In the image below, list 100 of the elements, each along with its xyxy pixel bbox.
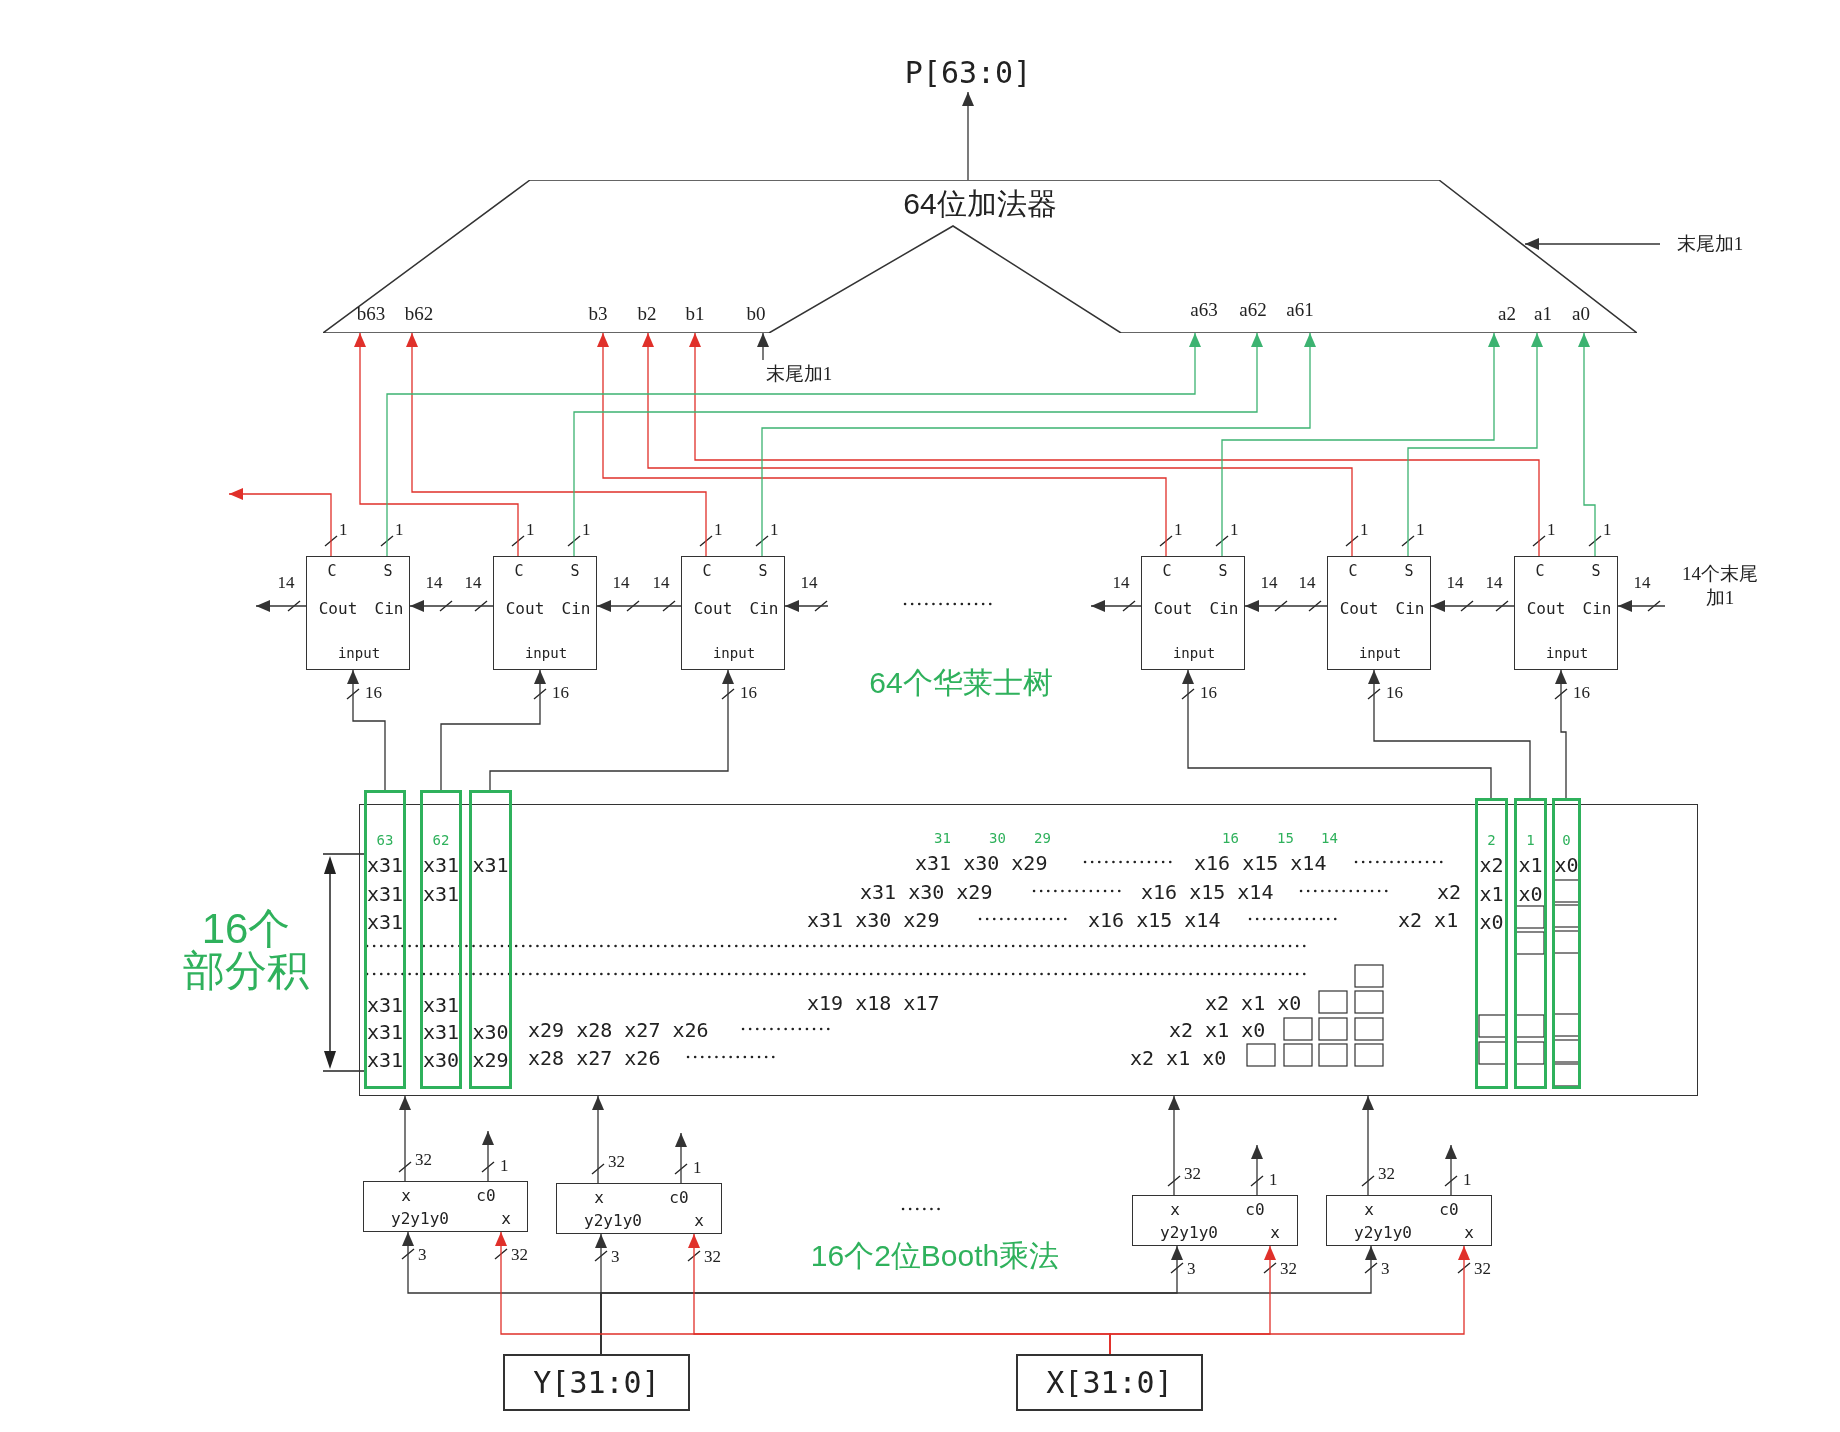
connector-arrow [440, 669, 546, 791]
port-label: C [327, 563, 337, 579]
connector-arrow [482, 1130, 494, 1182]
bit-term: x30 [472, 1022, 509, 1042]
port-label: input [712, 646, 756, 660]
connector-arrow [1090, 600, 1142, 612]
connector-arrow [489, 669, 734, 791]
connector-arrow [573, 332, 1263, 557]
bus-width-label: 14 [1446, 573, 1464, 591]
port-label: Cout [1339, 601, 1379, 617]
port-label: input [1545, 646, 1589, 660]
connector-arrow [784, 600, 829, 612]
port-label: x [401, 1188, 411, 1204]
bit-term: x2 [1479, 855, 1504, 875]
port-label: x [1464, 1225, 1474, 1241]
bit-term: x31 [422, 1022, 460, 1042]
connector-arrow [675, 1132, 687, 1184]
port-label: a0 [1572, 303, 1590, 323]
port-label: a61 [1286, 299, 1314, 319]
bit-term: x31 [366, 1050, 404, 1070]
bus-width-label: 14 [1485, 573, 1503, 591]
connector-arrow [689, 332, 1540, 557]
bit-terms: x2 [1437, 882, 1462, 902]
port-label: y2y1y0 [391, 1211, 449, 1227]
bit-terms: x2 x1 [1398, 910, 1459, 930]
bus-width-label: 1 [582, 520, 591, 538]
bus-width-label: 14 [1633, 573, 1651, 591]
port-label: input [524, 646, 568, 660]
bus-width-label: 1 [770, 520, 779, 538]
bus-width-label: 1 [526, 520, 535, 538]
connector-arrow [1109, 1245, 1470, 1355]
port-label: S [1218, 563, 1228, 579]
output-bus-label: P[63:0] [900, 52, 1036, 92]
connector-arrow [1524, 238, 1661, 250]
port-label: c0 [476, 1188, 496, 1204]
connector-arrow [1430, 600, 1515, 612]
bus-width-label: 3 [418, 1245, 427, 1263]
connector-arrow [406, 332, 707, 557]
bit-index: 15 [1277, 831, 1294, 845]
connector-arrow [600, 1245, 1377, 1355]
connector-arrow [757, 332, 769, 361]
port-label: y2y1y0 [1354, 1225, 1412, 1241]
port-label: C [1535, 563, 1545, 579]
connector-arrow [1578, 332, 1596, 557]
bit-index: 16 [1222, 831, 1239, 845]
port-label: b63 [356, 303, 386, 323]
bit-term: x31 [366, 884, 404, 904]
port-label: Cout [1153, 601, 1193, 617]
bus-width-label: 14 [800, 573, 818, 591]
port-label: input [1172, 646, 1216, 660]
connector-arrow [354, 332, 519, 557]
bit-terms: x16 x15 x14 [1141, 882, 1274, 902]
bit-index: 14 [1321, 831, 1338, 845]
bus-width-label: 1 [1463, 1170, 1472, 1188]
bit-terms: x16 x15 x14 [1088, 910, 1221, 930]
wallace-tree-block [1327, 556, 1431, 670]
bus-width-label: 14 [652, 573, 670, 591]
bit-term: x0 [1554, 855, 1579, 875]
connector-arrow [642, 332, 1353, 557]
port-label: b1 [685, 303, 705, 323]
connector-arrow [962, 91, 974, 181]
bus-width-label: 14 [425, 573, 443, 591]
bit-term: x31 [366, 995, 404, 1015]
bit-index: 2 [1487, 833, 1496, 847]
note-text: 末尾加1 [757, 360, 841, 388]
port-label: Cin [374, 601, 404, 617]
wallace-tree-block [493, 556, 597, 670]
bit-term: x1 [1479, 884, 1504, 904]
bit-index: 29 [1034, 831, 1051, 845]
port-label: S [1591, 563, 1601, 579]
bus-width-label: 1 [339, 520, 348, 538]
bus-width-label: 16 [365, 683, 382, 701]
wallace-tree-block [1141, 556, 1245, 670]
bit-index: 1 [1526, 833, 1535, 847]
port-label: x [1270, 1225, 1280, 1241]
bus-width-label: 14 [612, 573, 630, 591]
bit-term: x0 [1518, 884, 1543, 904]
bit-index: 63 [376, 833, 394, 847]
bus-width-label: 16 [1200, 683, 1217, 701]
bus-width-label: 32 [415, 1150, 432, 1168]
port-label: C [1348, 563, 1358, 579]
adder-trapezoid [323, 180, 1637, 333]
bit-term: x31 [422, 855, 460, 875]
connector-arrow [228, 488, 332, 557]
port-label: input [1358, 646, 1402, 660]
bus-width-label: 1 [714, 520, 723, 538]
bit-terms: x16 x15 x14 [1194, 853, 1327, 873]
connector-arrow [386, 332, 1201, 557]
port-label: Cout [693, 601, 733, 617]
connector-arrow [596, 600, 682, 612]
port-label: b62 [404, 303, 434, 323]
bus-width-label: 1 [500, 1156, 509, 1174]
bus-width-label: 32 [1280, 1259, 1297, 1277]
connector-arrow [1445, 1144, 1457, 1196]
bit-terms: x31 x30 x29 [860, 882, 993, 902]
bit-terms: x29 x28 x27 x26 [528, 1020, 709, 1040]
bus-width-label: 16 [1386, 683, 1403, 701]
port-label: c0 [1439, 1202, 1459, 1218]
bit-terms: x28 x27 x26 [528, 1048, 661, 1068]
bit-term: x1 [1518, 855, 1543, 875]
